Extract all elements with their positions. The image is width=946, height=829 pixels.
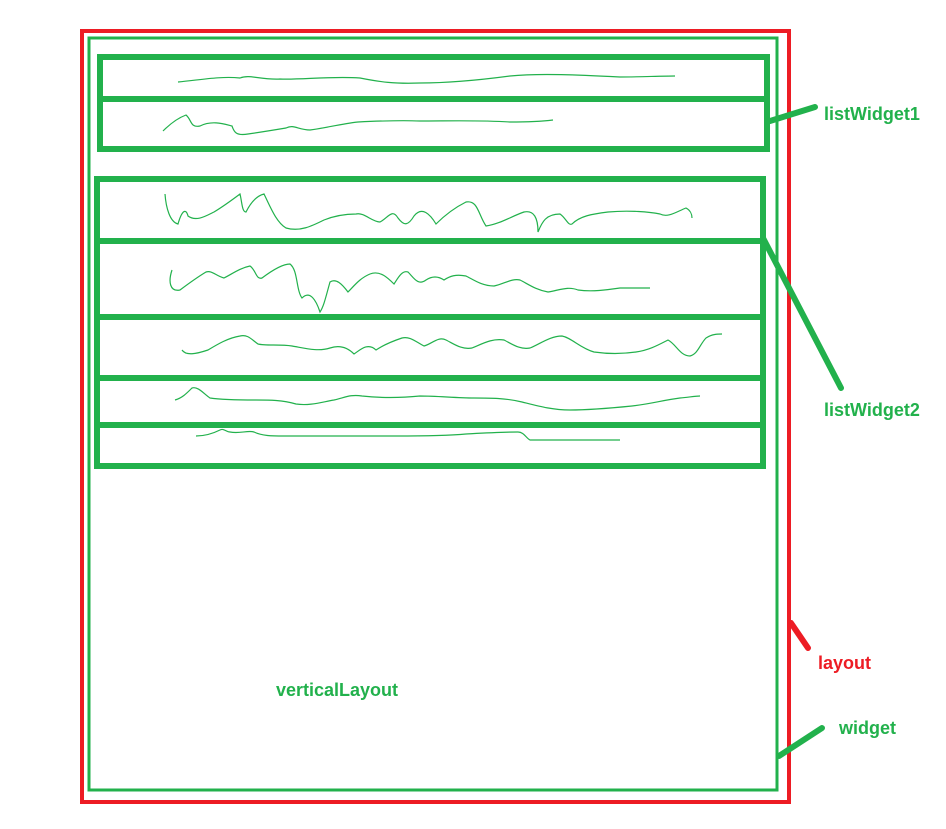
list-widget-1 (97, 54, 770, 152)
list-widget-2-frame (94, 176, 766, 469)
layout-frame (80, 29, 791, 804)
list-widget-1-frame (97, 54, 770, 152)
list-widget-1-label: listWidget1 (824, 104, 920, 124)
vertical-layout-label: verticalLayout (276, 680, 398, 700)
list-widget-2-item-4-scribble (174, 387, 701, 411)
list-widget-2-item-5-scribble (195, 428, 620, 441)
widget-label: widget (838, 718, 896, 738)
list-widget-1-item-2-scribble (162, 114, 554, 136)
list-widget-2-pointer (760, 235, 844, 391)
list-widget-2-item-1-scribble (164, 192, 693, 233)
list-widget-2-label: listWidget2 (824, 400, 920, 420)
layout-pointer (788, 620, 811, 651)
list-widget-2-item-3-scribble (181, 333, 723, 357)
list-widget-2-item-2-scribble (169, 263, 650, 314)
list-widget-1-pointer (767, 104, 818, 124)
list-widget-1-item-1-scribble (177, 73, 676, 84)
widget-pointer (776, 725, 825, 759)
layout-label: layout (818, 653, 871, 673)
list-widget-2 (94, 176, 766, 469)
widget-frame (87, 36, 779, 792)
